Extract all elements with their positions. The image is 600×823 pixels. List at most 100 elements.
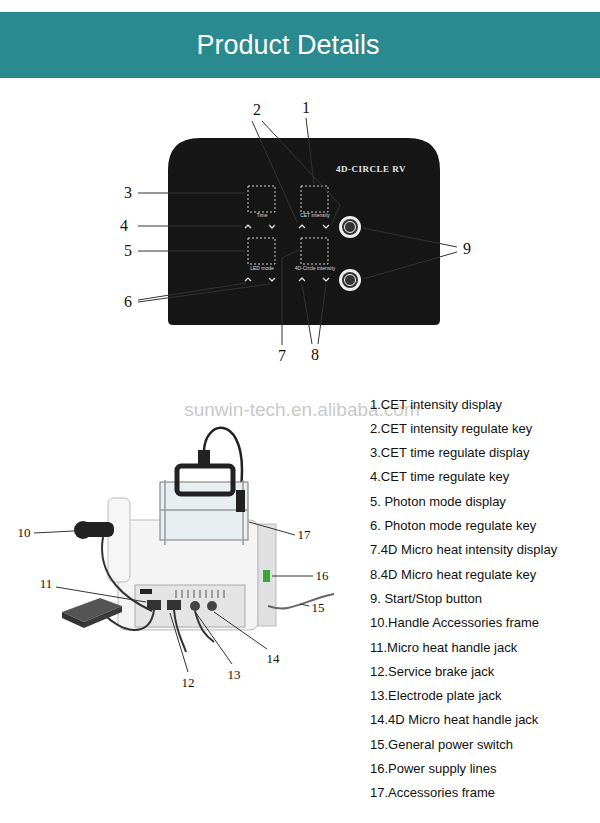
title-banner	[0, 12, 600, 78]
heat-display	[301, 238, 328, 264]
led-display	[248, 238, 275, 264]
button-mark	[345, 222, 356, 233]
legend-item: 11.Micro heat handle jack	[370, 641, 517, 656]
control-panel: 4D-CIRCLE RV	[168, 138, 440, 325]
up-key	[299, 225, 305, 228]
legend-item: 15.General power switch	[370, 738, 513, 753]
callout-number: 3	[124, 184, 132, 202]
legend-item: 5. Photon mode display	[370, 495, 506, 510]
leader-line	[138, 226, 242, 227]
down-key	[269, 278, 275, 281]
leader-line	[262, 121, 340, 223]
handle-holder	[108, 498, 130, 582]
legend-item: 7.4D Micro heat intensity display	[370, 543, 557, 558]
legend-item: 8.4D Micro heat regulate key	[370, 568, 536, 583]
down-key	[269, 225, 275, 228]
leader-line	[363, 228, 457, 247]
legend-item: 13.Electrode plate jack	[370, 689, 502, 704]
callout-number: 5	[124, 242, 132, 260]
machine	[62, 428, 334, 652]
display-windows	[248, 186, 328, 264]
legend-item: 1.CET intensity display	[370, 398, 502, 413]
vent-slots	[176, 590, 224, 598]
foot-switch-front	[84, 606, 122, 628]
legend-item: 9. Start/Stop button	[370, 592, 482, 607]
leader-line	[318, 284, 326, 344]
legend-item: 4.CET time regulate key	[370, 470, 509, 485]
callout-number: 4	[120, 217, 128, 235]
power-switch	[263, 570, 270, 582]
button-face	[342, 272, 358, 288]
page-title: Product Details	[196, 30, 379, 61]
button-ring	[339, 216, 361, 238]
leader-line	[138, 284, 270, 302]
time-display	[248, 186, 275, 212]
model-name: 4D-CIRCLE RV	[336, 164, 406, 174]
legend-item: 3.CET time regulate display	[370, 446, 529, 461]
legend-item: 6. Photon mode regulate key	[370, 519, 536, 534]
panel-caption: 4D-Circle intensity	[295, 266, 336, 272]
callout-number: 14	[267, 652, 280, 667]
leader-line	[34, 531, 74, 533]
callout-number: 1	[302, 99, 310, 117]
down-key	[323, 225, 329, 228]
leader-line	[363, 252, 457, 279]
jack	[190, 601, 200, 611]
handle-head	[74, 521, 92, 539]
panel-caption: LED mode	[250, 266, 274, 272]
panel-caption: CET intensity	[300, 213, 330, 219]
callout-number: 13	[228, 668, 241, 683]
callout-number: 17	[298, 528, 311, 543]
callout-number: 6	[124, 293, 132, 311]
body-side	[258, 524, 276, 626]
leader-line	[56, 587, 146, 602]
legend-item: 10.Handle Accessories frame	[370, 616, 539, 631]
panel-label	[140, 589, 152, 594]
cet-display	[301, 186, 328, 212]
heat-handle-stem	[198, 450, 210, 468]
foot-switch-side	[62, 612, 84, 628]
leader-line	[252, 121, 297, 222]
arrow-keys	[245, 225, 329, 281]
leader-line	[249, 522, 295, 535]
legend-item: 12.Service brake jack	[370, 665, 494, 680]
button-face	[342, 219, 358, 235]
leader-line	[282, 250, 299, 345]
callout-number: 11	[40, 577, 53, 592]
legend-item: 2.CET intensity regulate key	[370, 422, 532, 437]
panel-caption: Time	[257, 213, 268, 219]
callout-number: 10	[18, 526, 31, 541]
callout-number: 16	[316, 569, 329, 584]
up-key	[299, 278, 305, 281]
callout-number: 7	[278, 347, 286, 365]
down-key	[323, 278, 329, 281]
button-ring	[339, 269, 361, 291]
vents	[176, 590, 224, 598]
heat-handle	[177, 466, 233, 494]
handle-cable	[102, 537, 152, 611]
leader-line	[302, 284, 312, 344]
leader-line	[300, 604, 309, 606]
callout-number: 15	[312, 601, 325, 616]
jack	[147, 600, 161, 610]
legend-item: 17.Accessories frame	[370, 786, 495, 801]
jack	[207, 601, 217, 611]
button-mark	[345, 275, 356, 286]
start-stop-buttons	[339, 216, 361, 291]
up-key	[245, 225, 251, 228]
callout-number: 12	[182, 676, 195, 691]
jack	[167, 600, 181, 610]
up-key	[245, 278, 251, 281]
leader-line	[138, 251, 245, 252]
leader-line	[138, 283, 246, 300]
leader-line	[214, 612, 267, 649]
legend-item: 16.Power supply lines	[370, 762, 496, 777]
legend-item: 14.4D Micro heat handle jack	[370, 713, 538, 728]
leader-line	[306, 118, 314, 184]
leader-lines	[34, 522, 313, 672]
leader-line	[170, 613, 188, 672]
leader-line	[272, 576, 313, 577]
leader-line	[138, 193, 245, 194]
side-handle	[236, 490, 245, 512]
